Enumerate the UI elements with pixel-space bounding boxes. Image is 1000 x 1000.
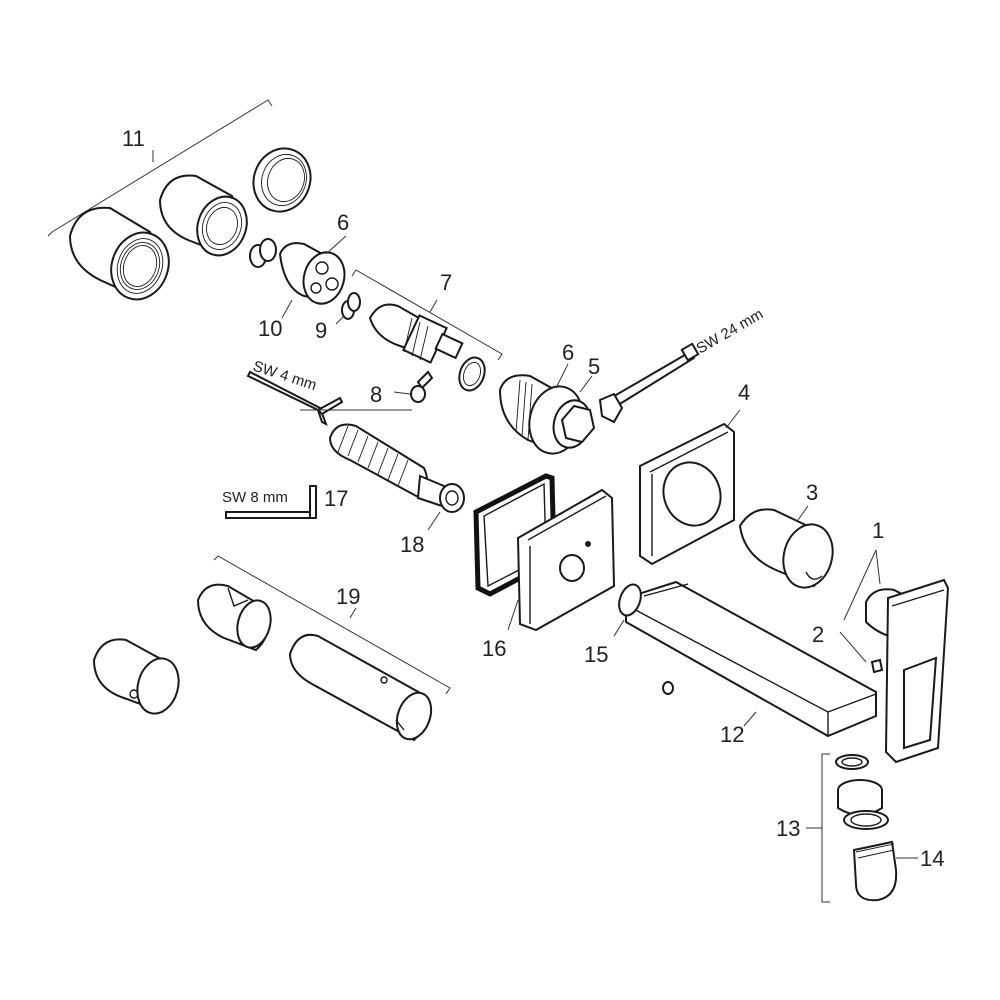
part-1-lever-handle: 1 2 [812, 518, 950, 764]
callout-8: 8 [370, 382, 382, 407]
part-11-extension-sleeves: 11 [47, 99, 312, 301]
tool-sw8-hex-key: SW 8 mm [222, 485, 317, 519]
callout-14: 14 [920, 846, 944, 871]
part-12-spout: 12 15 [584, 580, 877, 747]
sw24-label: SW 24 mm [694, 306, 767, 358]
sleeve-medium [158, 174, 248, 257]
callout-6-upper: 6 [337, 210, 349, 235]
callout-5: 5 [588, 354, 600, 379]
callout-2: 2 [812, 622, 824, 647]
sleeve-large [68, 206, 170, 301]
callout-4: 4 [738, 380, 750, 405]
callout-10: 10 [258, 316, 282, 341]
callout-3: 3 [806, 480, 818, 505]
sw8-label: SW 8 mm [222, 489, 288, 506]
part-8-screw: 8 [370, 370, 434, 407]
callout-12: 12 [720, 722, 744, 747]
part-17-extension: 17 18 [324, 423, 465, 557]
callout-16: 16 [482, 636, 506, 661]
part-16-gasket-cover: 16 [473, 473, 616, 661]
callout-6-lower: 6 [562, 340, 574, 365]
tool-sw4-hex-key: SW 4 mm [246, 358, 412, 427]
callout-11: 11 [122, 126, 145, 151]
sleeve-small [252, 147, 312, 213]
callout-1: 1 [872, 518, 884, 543]
part-9-o-rings: 9 [315, 292, 361, 343]
callout-17: 17 [324, 486, 348, 511]
callout-7: 7 [440, 270, 452, 295]
callout-19: 19 [336, 584, 360, 609]
callout-15: 15 [584, 642, 608, 667]
callout-18: 18 [400, 532, 424, 557]
part-3-sleeve: 3 [738, 480, 834, 589]
part-7-cartridge: 7 [351, 269, 503, 392]
callout-13: 13 [776, 816, 800, 841]
callout-9: 9 [315, 318, 327, 343]
part-13-14-aerator: 13 14 [776, 753, 944, 903]
part-19-tool-set: 19 [92, 555, 451, 742]
part-4-rosette: 4 [639, 380, 750, 566]
part-6-10-seat: 6 10 [249, 210, 349, 341]
sw4-label: SW 4 mm [251, 358, 319, 395]
part-5-6-valve-body: 6 5 [498, 340, 600, 455]
